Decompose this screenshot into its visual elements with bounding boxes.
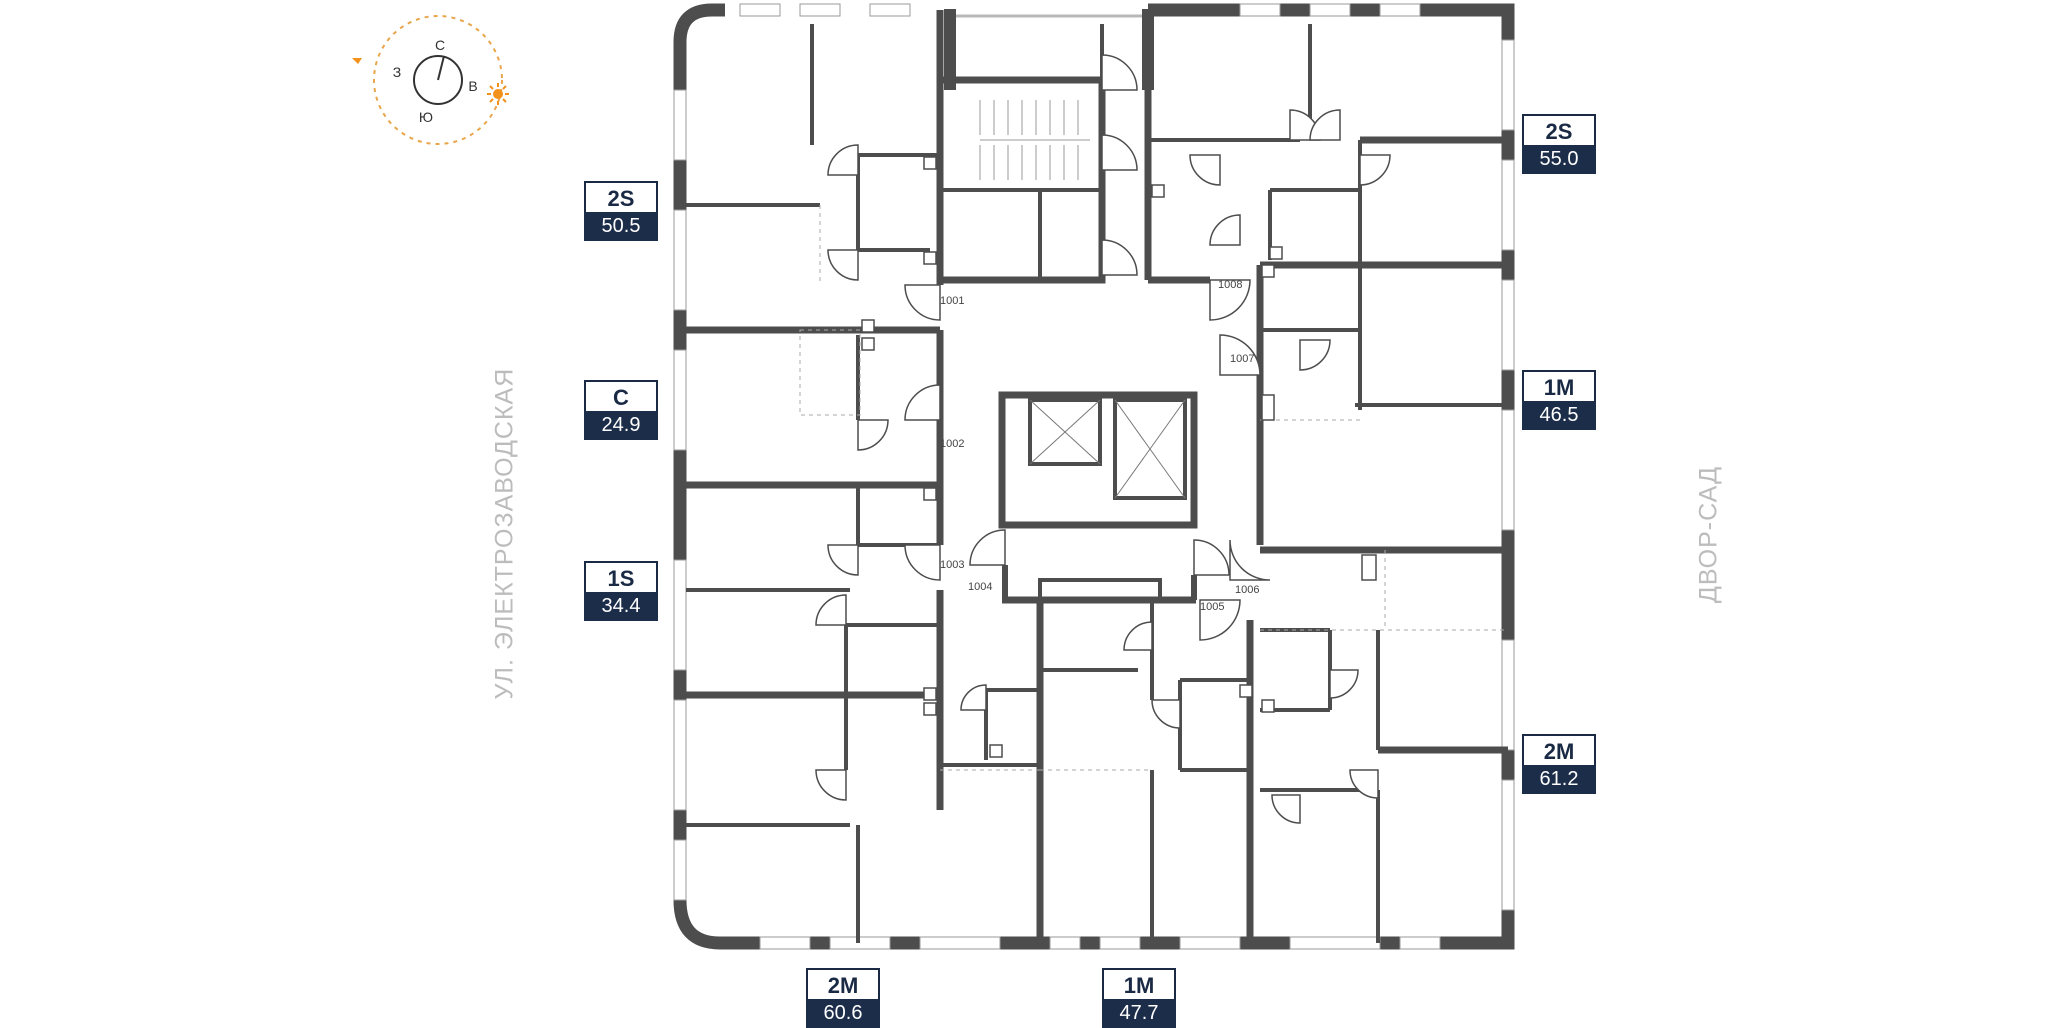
apartment-numbers: 1001 1002 1003 1004 1005 1006 1007 1008 <box>940 279 1259 613</box>
windows <box>673 3 1515 950</box>
compass-east: В <box>468 78 477 94</box>
apartment-number-1008: 1008 <box>1218 279 1242 291</box>
street-label-right: ДВОР-САД <box>1694 465 1723 604</box>
apartment-area: 47.7 <box>1102 999 1176 1028</box>
street-label-left: УЛ. ЭЛЕКТРОЗАВОДСКАЯ <box>490 367 519 700</box>
apartment-type: 2M <box>806 968 880 999</box>
apartment-area: 50.5 <box>584 212 658 241</box>
apartment-number-1006: 1006 <box>1235 584 1259 596</box>
sun-path-arc <box>373 15 503 145</box>
apartment-area: 55.0 <box>1522 145 1596 174</box>
apartment-badge-1m-bottom[interactable]: 1M 47.7 <box>1102 968 1176 1028</box>
building-shell <box>673 3 1515 950</box>
apartment-badge-1m-right[interactable]: 1M 46.5 <box>1522 370 1596 430</box>
apartment-area: 34.4 <box>584 592 658 621</box>
apartment-type: 1M <box>1522 370 1596 401</box>
apartment-type: 1M <box>1102 968 1176 999</box>
apartment-badge-c-left[interactable]: С 24.9 <box>584 380 658 440</box>
apartment-badge-2s-right[interactable]: 2S 55.0 <box>1522 114 1596 174</box>
apartment-number-1005: 1005 <box>1200 601 1224 613</box>
utility-shafts <box>861 156 1377 758</box>
compass-north: С <box>435 37 445 53</box>
apartment-type: 2S <box>1522 114 1596 145</box>
compass: С З В Ю <box>352 15 509 145</box>
apartment-area: 24.9 <box>584 411 658 440</box>
apartment-badge-2m-bottom-left[interactable]: 2M 60.6 <box>806 968 880 1028</box>
arc-start-arrow-icon <box>352 58 362 64</box>
apartment-badge-2m-right[interactable]: 2M 61.2 <box>1522 734 1596 794</box>
apartment-badge-1s-left[interactable]: 1S 34.4 <box>584 561 658 621</box>
interior-walls <box>686 10 1508 943</box>
apartment-badge-2s-left[interactable]: 2S 50.5 <box>584 181 658 241</box>
doors <box>815 54 1391 824</box>
apartment-number-1001: 1001 <box>940 295 964 307</box>
stair-steps <box>979 100 1090 180</box>
sun-icon <box>487 83 509 105</box>
zone-lines <box>799 205 1508 771</box>
compass-south: Ю <box>419 109 433 125</box>
compass-needle <box>437 55 445 81</box>
compass-west: З <box>393 64 401 80</box>
apartment-number-1004: 1004 <box>968 581 992 593</box>
apartment-type: 2M <box>1522 734 1596 765</box>
apartment-area: 60.6 <box>806 999 880 1028</box>
apartment-number-1003: 1003 <box>940 559 964 571</box>
apartment-type: 2S <box>584 181 658 212</box>
apartment-type: 1S <box>584 561 658 592</box>
apartment-area: 46.5 <box>1522 401 1596 430</box>
apartment-number-1002: 1002 <box>940 438 964 450</box>
apartment-type: С <box>584 380 658 411</box>
apartment-area: 61.2 <box>1522 765 1596 794</box>
apartment-number-1007: 1007 <box>1230 353 1254 365</box>
